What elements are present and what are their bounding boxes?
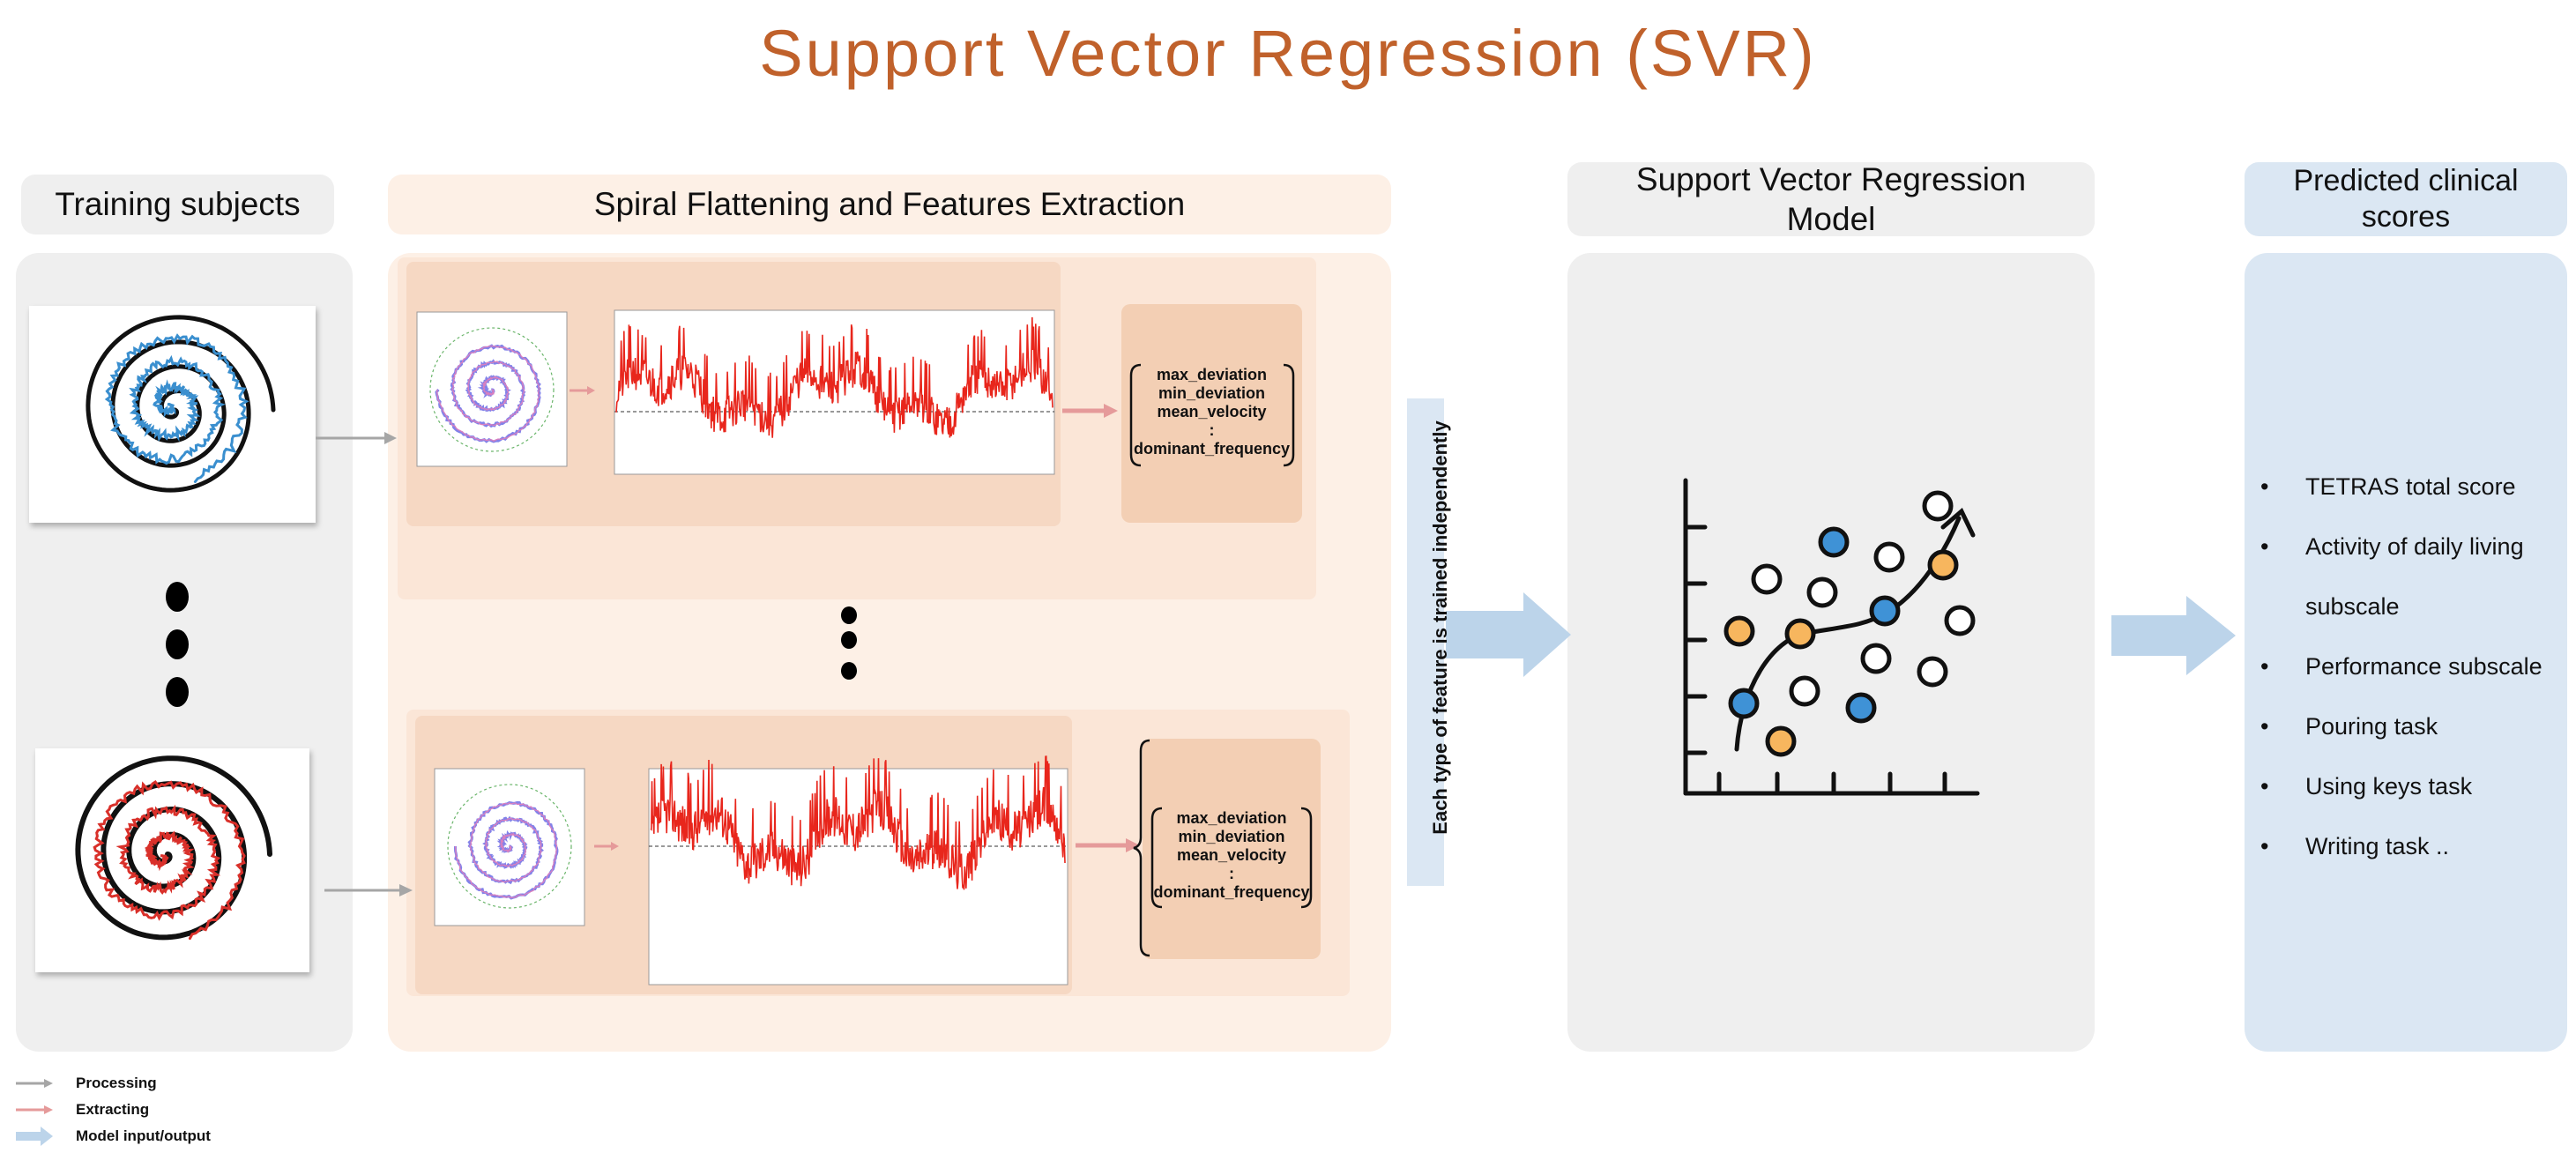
output-performance: Performance subscale [2257, 636, 2542, 696]
feature-list-1: max_deviation min_deviation mean_velocit… [1121, 366, 1302, 458]
header-svr-model: Support Vector Regression Model [1567, 161, 2095, 237]
training-spiral-card-2 [35, 748, 309, 972]
ellipsis-dot [166, 582, 189, 612]
processing-arrow [316, 432, 397, 444]
deviation-trace-thumbnail [648, 755, 1068, 986]
deviation-trace-thumbnail [614, 309, 1055, 475]
svr-scatter-icon [1683, 478, 1980, 796]
feature-max-deviation: max_deviation [1176, 809, 1287, 827]
feature-min-deviation: min_deviation [1178, 828, 1285, 845]
extraction-plots-1 [406, 262, 1061, 526]
feature-mean-velocity: mean_velocity [1176, 846, 1287, 864]
feature-list-2: max_deviation min_deviation mean_velocit… [1143, 809, 1321, 902]
legend-processing: Processing [16, 1070, 211, 1097]
scatter-point [1873, 541, 1905, 573]
legend-model-io: Model input/output [16, 1123, 211, 1149]
page-title: Support Vector Regression (SVR) [759, 17, 1817, 90]
scatter-point [1806, 576, 1838, 608]
scatter-point [1860, 643, 1892, 674]
scatter-point [1784, 618, 1816, 650]
scatter-points [1724, 490, 1976, 757]
processing-arrow [324, 884, 413, 896]
output-pouring: Pouring task [2257, 696, 2542, 756]
scatter-point [1724, 615, 1755, 647]
ellipsis-dot [841, 631, 857, 649]
scatter-point [1944, 605, 1976, 636]
header-predicted-scores: Predicted clinical scores [2245, 162, 2567, 236]
feature-max-deviation: max_deviation [1156, 366, 1268, 383]
pink-arrow-icon [16, 1105, 53, 1114]
output-daily-living: Activity of daily living [2257, 517, 2542, 576]
scatter-point [1869, 595, 1901, 627]
ellipsis-dot [166, 629, 189, 659]
feature-dominant-frequency: dominant_frequency [1133, 440, 1291, 457]
flattened-spiral-thumbnail [416, 311, 568, 467]
extracting-arrow [1062, 404, 1118, 418]
ellipsis-dot [166, 677, 189, 707]
spiral-drawing-icon [86, 315, 276, 493]
feature-brace [1133, 739, 1150, 957]
legend-extracting: Extracting [16, 1097, 211, 1123]
model-output-arrow [2111, 596, 2236, 675]
output-tetras-total: TETRAS total score [2257, 457, 2542, 517]
feature-ellipsis: : [1209, 421, 1215, 439]
feature-min-deviation: min_deviation [1158, 384, 1266, 402]
scatter-point [1765, 725, 1797, 757]
header-feature-extraction: Spiral Flattening and Features Extractio… [388, 175, 1391, 234]
scatter-point [1728, 688, 1760, 719]
legend: Processing Extracting Model input/output [16, 1070, 211, 1149]
scatter-point [1927, 549, 1959, 581]
predicted-scores-list: TETRAS total score Activity of daily liv… [2257, 457, 2542, 876]
scatter-point [1818, 526, 1850, 558]
grey-arrow-icon [16, 1079, 53, 1088]
spiral-drawing-icon [75, 755, 272, 941]
output-writing: Writing task .. [2257, 816, 2542, 876]
model-input-arrow [1446, 592, 1571, 677]
extracting-arrow [1076, 838, 1140, 852]
output-using-keys: Using keys task [2257, 756, 2542, 816]
vertical-label-bar [1407, 398, 1444, 886]
flattened-spiral-thumbnail [434, 768, 585, 926]
feature-box-1: max_deviation min_deviation mean_velocit… [1121, 304, 1302, 523]
scatter-point [1922, 490, 1954, 522]
feature-mean-velocity: mean_velocity [1157, 403, 1267, 420]
ellipsis-dot [841, 662, 857, 680]
vertical-label-text: Each type of feature is trained independ… [1429, 420, 1451, 835]
extraction-plots-2 [415, 716, 1072, 994]
ellipsis-dot [841, 606, 857, 624]
blue-block-arrow-icon [16, 1127, 53, 1146]
feature-dominant-frequency: dominant_frequency [1153, 883, 1310, 901]
svr-model-panel [1567, 253, 2095, 1052]
scatter-point [1789, 675, 1820, 707]
feature-ellipsis: : [1229, 865, 1234, 882]
output-daily-living-cont: subscale [2305, 593, 2400, 620]
header-training-subjects: Training subjects [21, 175, 334, 234]
training-spiral-card-1 [29, 306, 316, 523]
scatter-point [1751, 563, 1783, 595]
scatter-point [1845, 692, 1877, 724]
feature-box-2: max_deviation min_deviation mean_velocit… [1143, 739, 1321, 959]
scatter-point [1917, 656, 1948, 688]
